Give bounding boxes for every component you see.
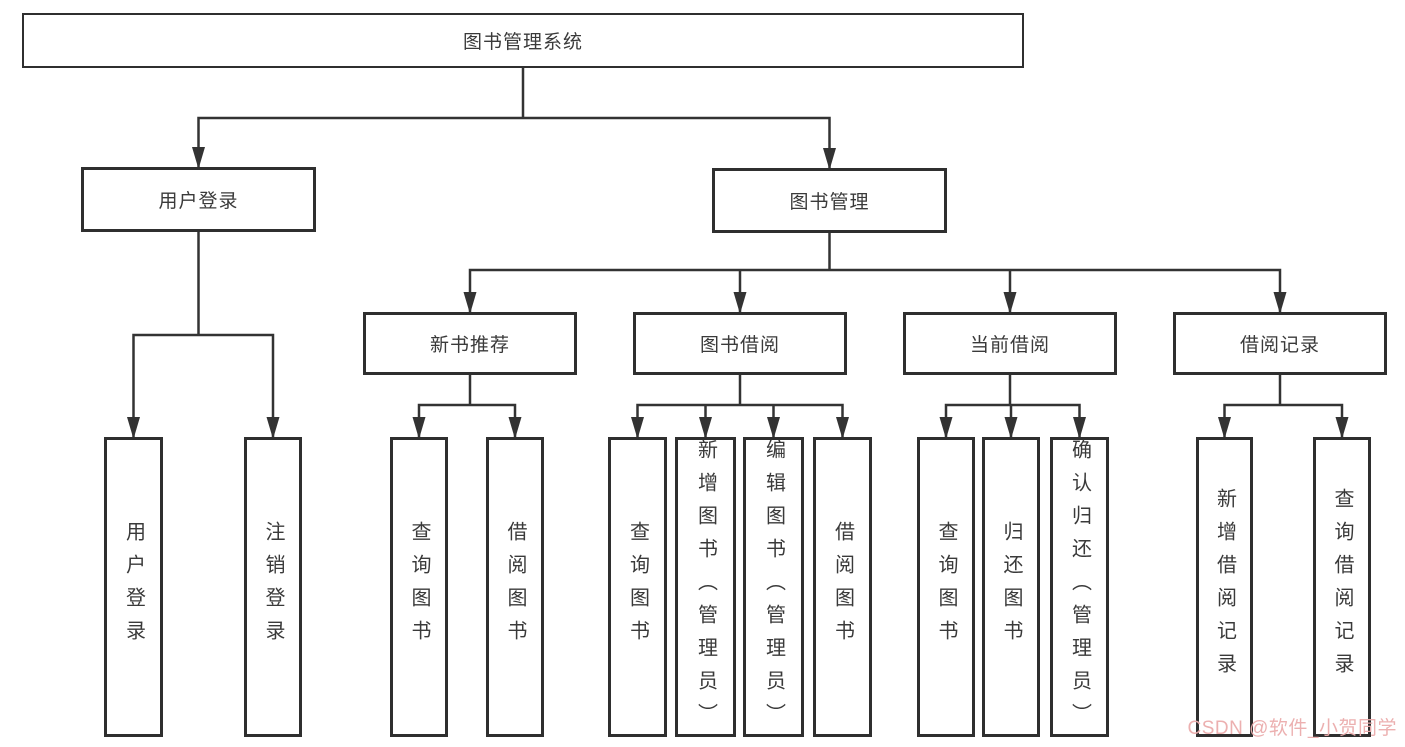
node-label: 查询图书: [935, 521, 957, 653]
node-label: 归还图书: [1000, 521, 1022, 653]
diagram-node-r1: 新增借阅记录: [1196, 437, 1253, 737]
connector-path: [197, 68, 831, 168]
diagram-node-u2: 注销登录: [244, 437, 302, 737]
node-label: 新增图书（管理员）: [694, 438, 717, 736]
diagram-node-records: 借阅记录: [1173, 312, 1387, 375]
diagram-node-n1: 查询图书: [390, 437, 448, 737]
diagram-node-current: 当前借阅: [903, 312, 1117, 375]
arrowhead-icon: [1218, 417, 1231, 439]
arrowhead-icon: [939, 417, 953, 439]
diagram-node-root: 图书管理系统: [22, 13, 1024, 68]
node-label: 借阅记录: [1239, 335, 1320, 356]
arrowhead-icon: [412, 417, 426, 439]
connector-path: [417, 375, 517, 437]
diagram-node-bookmgmt: 图书管理: [712, 168, 947, 233]
diagram-node-login: 用户登录: [81, 167, 316, 232]
node-label: 用户登录: [158, 191, 239, 212]
diagram-node-c3: 确认归还（管理员）: [1050, 437, 1109, 737]
arrowhead-icon: [767, 417, 780, 439]
node-label: 图书借阅: [699, 335, 780, 356]
diagram-node-newbook: 新书推荐: [363, 312, 577, 375]
diagram-node-c2: 归还图书: [982, 437, 1040, 737]
node-label: 确认归还（管理员）: [1068, 438, 1091, 736]
arrowhead-icon: [1073, 417, 1086, 439]
node-label: 新书推荐: [429, 335, 510, 356]
diagram-node-n2: 借阅图书: [486, 437, 544, 737]
diagram-node-c1: 查询图书: [917, 437, 975, 737]
node-label: 图书管理: [789, 192, 870, 213]
node-label: 新增借阅记录: [1213, 488, 1236, 686]
arrowhead-icon: [699, 417, 712, 439]
diagram-node-r2: 查询借阅记录: [1313, 437, 1371, 737]
diagram-node-borrow: 图书借阅: [633, 312, 847, 375]
connector-path: [1223, 375, 1344, 437]
diagram-node-b3: 编辑图书（管理员）: [743, 437, 804, 737]
node-label: 用户登录: [122, 521, 145, 653]
arrowhead-icon: [266, 417, 280, 439]
node-label: 借阅图书: [831, 521, 854, 653]
node-label: 注销登录: [262, 521, 284, 653]
watermark-text: CSDN @软件_小贺同学: [1187, 718, 1397, 739]
node-label: 查询图书: [626, 521, 649, 653]
arrowhead-icon: [1003, 292, 1017, 314]
connector-path: [944, 375, 1081, 437]
arrowhead-icon: [192, 147, 205, 169]
arrowhead-icon: [1004, 417, 1018, 439]
connector-path: [636, 375, 844, 437]
connector-path: [132, 232, 275, 437]
arrowhead-icon: [463, 292, 477, 314]
arrowhead-icon: [127, 417, 140, 439]
diagram-node-b2: 新增图书（管理员）: [675, 437, 736, 737]
node-label: 借阅图书: [504, 521, 526, 653]
arrowhead-icon: [1335, 417, 1349, 439]
diagram-node-u1: 用户登录: [104, 437, 163, 737]
diagram-node-b4: 借阅图书: [813, 437, 872, 737]
connector-path: [468, 233, 1282, 312]
node-label: 查询借阅记录: [1331, 488, 1353, 686]
arrowhead-icon: [1273, 292, 1287, 314]
node-label: 当前借阅: [969, 335, 1050, 356]
diagram-node-b1: 查询图书: [608, 437, 667, 737]
arrowhead-icon: [836, 417, 849, 439]
arrowhead-icon: [823, 148, 836, 170]
arrowhead-icon: [508, 417, 522, 439]
node-label: 图书管理系统: [462, 32, 583, 53]
arrowhead-icon: [733, 292, 747, 314]
node-label: 查询图书: [408, 521, 430, 653]
node-label: 编辑图书（管理员）: [762, 438, 785, 736]
arrowhead-icon: [631, 417, 644, 439]
